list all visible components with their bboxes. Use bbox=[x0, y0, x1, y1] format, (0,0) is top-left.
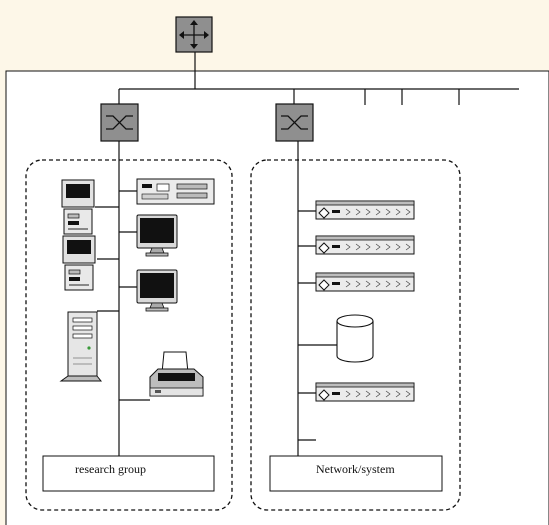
research-group-label: research group bbox=[75, 462, 146, 476]
workstation-icon bbox=[62, 235, 96, 291]
research-group-label-box bbox=[42, 455, 215, 492]
backbone bbox=[118, 52, 519, 105]
desktop-icon bbox=[136, 178, 215, 205]
rack-server-icon bbox=[315, 200, 415, 220]
switch-icon bbox=[100, 103, 139, 142]
workstation-icon bbox=[61, 179, 95, 235]
network-system-wiring bbox=[297, 141, 337, 456]
switch-icon bbox=[275, 103, 314, 142]
network-system-label-box bbox=[269, 455, 443, 492]
rack-server-icon bbox=[315, 382, 415, 402]
research-group-boundary bbox=[25, 159, 233, 511]
network-system-label: Network/system bbox=[316, 462, 395, 476]
database-icon bbox=[336, 314, 374, 363]
router-icon bbox=[175, 16, 213, 53]
rack-server-icon bbox=[315, 235, 415, 255]
research-group-wiring bbox=[95, 141, 150, 456]
rack-server-icon bbox=[315, 272, 415, 292]
network-system-boundary bbox=[250, 159, 461, 511]
printer-icon bbox=[149, 351, 204, 397]
tower-server-icon bbox=[59, 311, 103, 382]
outer-frame bbox=[5, 70, 549, 525]
